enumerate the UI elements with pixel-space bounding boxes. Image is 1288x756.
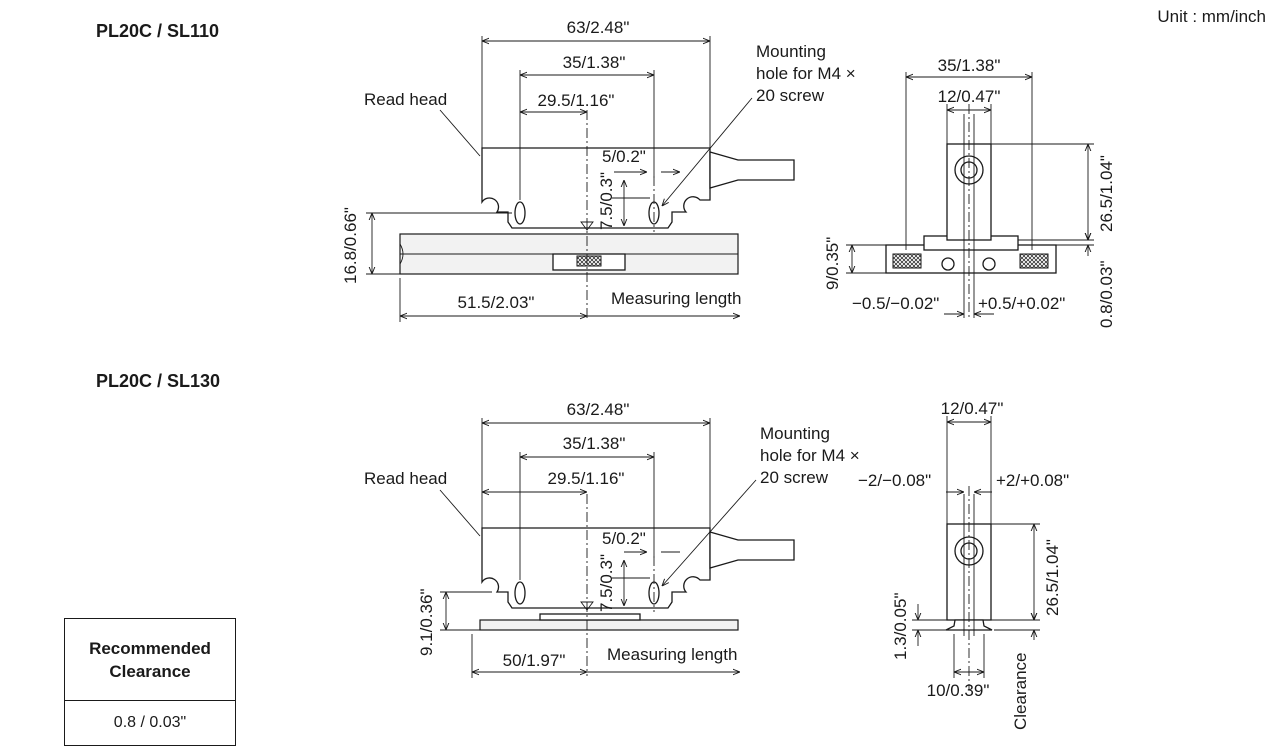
clearance-value: 0.8 / 0.03" [113,714,187,731]
measuring-length-label-sl110: Measuring length [611,289,741,308]
mounting-hole-label-1-sl110: Mounting [756,42,826,61]
mounting-hole-label-2-sl110: hole for M4 × [756,64,856,83]
measuring-length-label-sl130: Measuring length [607,645,737,664]
dim-29-5-sl110: 29.5/1.16" [538,91,615,110]
dim-5-sl110: 5/0.2" [602,147,646,166]
clearance-header-line-2: Clearance [109,661,191,681]
dim-5-sl130: 5/0.2" [602,529,646,548]
dim-7-5-sl130: 7.5/0.3" [597,554,616,612]
dim-63-sl130: 63/2.48" [567,400,630,419]
tolerance-positive-sl110: +0.5/+0.02" [978,294,1065,313]
read-head-label-sl110: Read head [364,90,447,109]
unit-label: Unit : mm/inch [1157,7,1266,26]
side-dim-9-sl110: 9/0.35" [823,237,842,290]
clearance-header-line-1: Recommended [89,638,211,658]
tolerance-positive-sl130: +2/+0.08" [996,471,1069,490]
dim-29-5-sl130: 29.5/1.16" [548,469,625,488]
dim-51-5-sl110: 51.5/2.03" [458,293,535,312]
dim-7-5-sl110: 7.5/0.3" [597,172,616,230]
dim-16-8-sl110: 16.8/0.66" [341,207,360,284]
scale-sl130-front [479,613,739,631]
clearance-label-sl130: Clearance [1011,653,1030,731]
read-head-label-sl130: Read head [364,469,447,488]
mounting-hole-label-3-sl110: 20 screw [756,86,825,105]
dim-35-sl130: 35/1.38" [563,434,626,453]
side-dim-12-sl130: 12/0.47" [941,399,1004,418]
dim-9-1-sl130: 9.1/0.36" [417,589,436,656]
mounting-hole-label-1-sl130: Mounting [760,424,830,443]
side-dim-0-8-sl110: 0.8/0.03" [1097,261,1116,328]
side-view-sl110 [885,143,1057,274]
dim-50-sl130: 50/1.97" [503,651,566,670]
side-dim-26-5-sl110: 26.5/1.04" [1097,155,1116,232]
side-dim-12-sl110: 12/0.47" [938,87,1001,106]
side-dim-1-3-sl130: 1.3/0.05" [891,593,910,660]
section-title-sl110: PL20C / SL110 [96,21,219,41]
section-title-sl130: PL20C / SL130 [96,371,220,391]
side-dim-26-5-sl130: 26.5/1.04" [1043,539,1062,616]
clearance-table-header: Recommended Clearance [65,619,235,701]
mounting-hole-label-2-sl130: hole for M4 × [760,446,860,465]
recommended-clearance-table: Recommended Clearance 0.8 / 0.03" [64,618,236,746]
side-dim-35-sl110: 35/1.38" [938,56,1001,75]
dim-35-sl110: 35/1.38" [563,53,626,72]
dim-63-sl110: 63/2.48" [567,18,630,37]
scale-sl110-front [399,233,739,275]
tolerance-negative-sl130: −2/−0.08" [858,471,931,490]
side-dim-10-sl130: 10/0.39" [927,681,990,700]
tolerance-negative-sl110: −0.5/−0.02" [852,294,939,313]
mounting-hole-label-3-sl130: 20 screw [760,468,829,487]
read-head-sl130 [481,527,795,609]
